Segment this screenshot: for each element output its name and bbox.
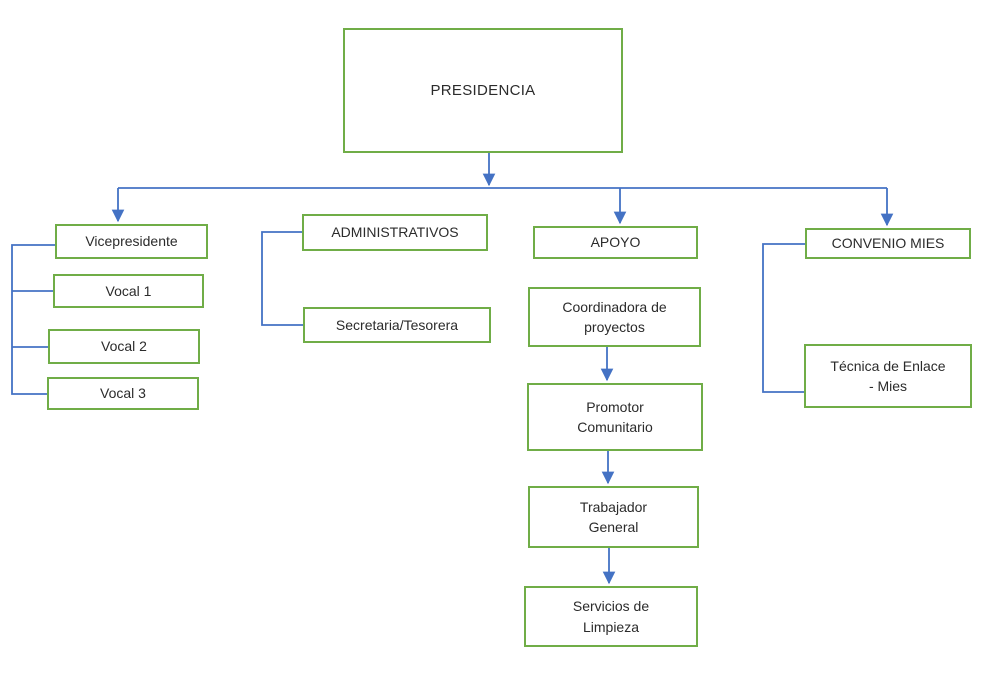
node-apoyo: APOYO	[533, 226, 698, 259]
node-servicios-limpieza: Servicios de Limpieza	[524, 586, 698, 647]
node-promotor-comunitario: Promotor Comunitario	[527, 383, 703, 451]
node-vicepresidente: Vicepresidente	[55, 224, 208, 259]
node-trabajador-general: Trabajador General	[528, 486, 699, 548]
edge-administrativos-bracket	[261, 231, 303, 326]
node-administrativos: ADMINISTRATIVOS	[302, 214, 488, 251]
node-convenio-mies: CONVENIO MIES	[805, 228, 971, 259]
node-secretaria-tesorera: Secretaria/Tesorera	[303, 307, 491, 343]
edge-vicepresidente-bracket	[11, 244, 55, 395]
node-vocal-1: Vocal 1	[53, 274, 204, 308]
node-tecnica-enlace-mies: Técnica de Enlace - Mies	[804, 344, 972, 408]
node-vocal-2: Vocal 2	[48, 329, 200, 364]
node-coordinadora-proyectos: Coordinadora de proyectos	[528, 287, 701, 347]
edge-convenio-bracket	[762, 243, 805, 393]
node-presidencia: PRESIDENCIA	[343, 28, 623, 153]
node-vocal-3: Vocal 3	[47, 377, 199, 410]
